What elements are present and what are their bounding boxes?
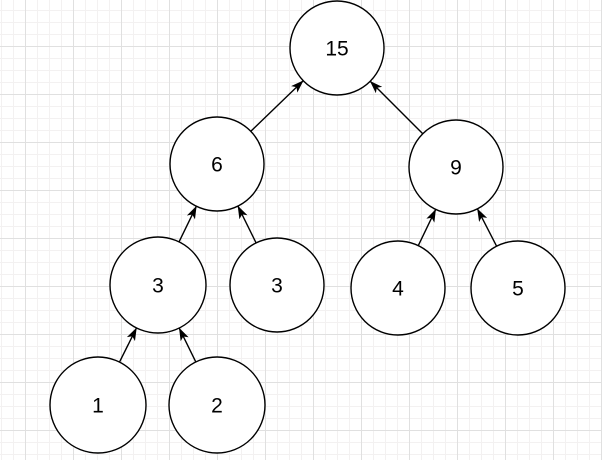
node-circle[interactable] [350,240,446,336]
tree-node-n9[interactable]: 9 [408,119,504,215]
node-circle[interactable] [229,237,325,333]
node-circle[interactable] [289,0,385,96]
tree-node-n3a[interactable]: 3 [109,236,207,334]
node-label: 1 [92,394,104,417]
tree-node-n5[interactable]: 5 [470,240,566,336]
node-label: 15 [325,37,348,60]
node-circle[interactable] [168,356,266,454]
tree-node-n3b[interactable]: 3 [229,237,325,333]
nodes-layer: 15 6 9 3 3 4 5 1 2 [49,0,566,454]
node-circle[interactable] [169,116,265,212]
node-label: 3 [271,274,283,297]
tree-node-n6[interactable]: 6 [169,116,265,212]
edge-n9-to-n15[interactable] [369,80,424,135]
node-circle[interactable] [49,356,147,454]
node-label: 5 [512,277,524,300]
node-label: 2 [211,394,223,417]
edge-n5-to-n9[interactable] [476,208,498,247]
node-label: 9 [450,156,462,179]
edge-n2-to-n3a[interactable] [178,327,197,363]
node-label: 6 [211,153,223,176]
edge-n6-to-n15[interactable] [250,80,304,132]
tree-node-n1[interactable]: 1 [49,356,147,454]
node-circle[interactable] [470,240,566,336]
node-circle[interactable] [408,119,504,215]
edge-n3b-to-n6[interactable] [237,205,257,244]
tree-node-n2[interactable]: 2 [168,356,266,454]
edge-n1-to-n3a[interactable] [118,327,138,363]
tree-node-n15[interactable]: 15 [289,0,385,96]
edges-layer [118,80,498,363]
node-label: 3 [152,274,164,297]
edge-n4-to-n9[interactable] [417,208,437,246]
tree-node-n4[interactable]: 4 [350,240,446,336]
edge-n3a-to-n6[interactable] [178,205,198,243]
node-circle[interactable] [109,236,207,334]
node-label: 4 [392,277,404,300]
